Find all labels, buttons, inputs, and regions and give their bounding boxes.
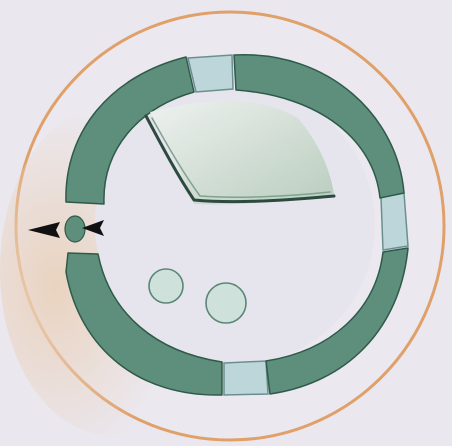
vesicle-left: [149, 269, 183, 303]
vesicle-right: [206, 283, 246, 323]
wall-knob: [65, 216, 85, 242]
pore-segment-bottom: [224, 361, 268, 395]
pore-segment-top: [188, 55, 233, 92]
pore-segment-right: [381, 193, 408, 250]
